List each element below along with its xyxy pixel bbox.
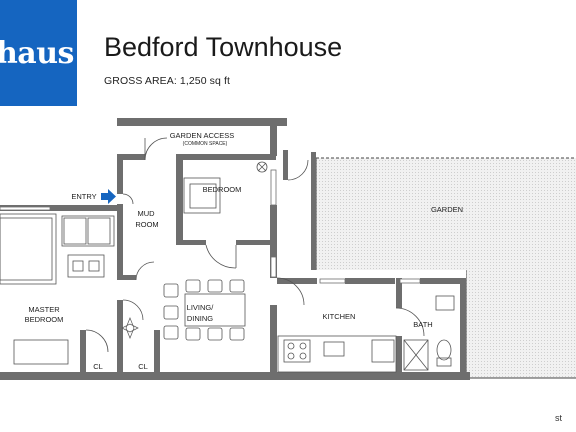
brand-logo-text: haus <box>0 36 74 71</box>
furniture <box>0 161 455 373</box>
master-bedroom-label-line1: MASTER <box>28 305 60 314</box>
closet-label-1: CL <box>93 362 103 371</box>
living-dining-label-line2: DINING <box>187 314 213 323</box>
living-dining-label-line1: LIVING/ <box>187 303 215 312</box>
entry-arrow-icon <box>101 189 116 204</box>
walls <box>0 118 470 380</box>
page-title: Bedford Townhouse <box>104 32 343 62</box>
doors <box>85 137 425 353</box>
gross-area-label: GROSS AREA: 1,250 sq ft <box>104 75 231 87</box>
windows <box>0 169 421 284</box>
bath-label: BATH <box>413 320 432 329</box>
common-space-label: (COMMON SPACE) <box>183 141 228 147</box>
mud-room-label-line1: MUD <box>137 209 155 218</box>
kitchen-label: KITCHEN <box>323 312 356 321</box>
garden-access-label: GARDEN ACCESS <box>170 131 235 140</box>
corner-text: st <box>555 413 563 423</box>
brand-logo: haus <box>0 0 77 106</box>
closet-label-2: CL <box>138 362 148 371</box>
mud-room-label-line2: ROOM <box>135 220 158 229</box>
entry-label: ENTRY <box>71 192 96 201</box>
garden-label: GARDEN <box>431 205 463 214</box>
bedroom-label: BEDROOM <box>203 185 242 194</box>
master-bedroom-label-line2: BEDROOM <box>25 315 64 324</box>
garden-area <box>315 157 576 379</box>
